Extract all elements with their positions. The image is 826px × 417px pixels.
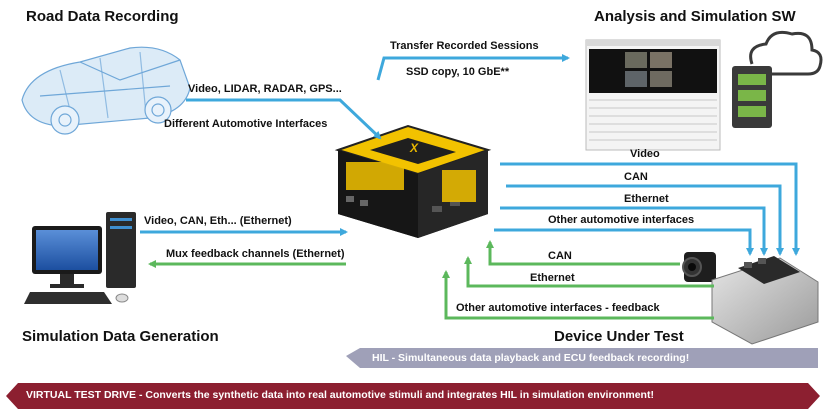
server-cloud-icon	[732, 30, 823, 128]
camera-illustration	[682, 252, 716, 282]
different-automotive-interfaces-label: Different Automotive Interfaces	[164, 118, 328, 130]
video-label: Video	[630, 148, 660, 160]
ethernet-feedback-label: Ethernet	[530, 272, 575, 284]
video-lidar-radar-gps-label: Video, LIDAR, RADAR, GPS...	[188, 83, 342, 95]
device-logo: X	[410, 141, 419, 155]
mux-feedback-label: Mux feedback channels (Ethernet)	[166, 248, 345, 260]
green-arrows	[148, 240, 714, 320]
vtd-banner-text: VIRTUAL TEST DRIVE - Converts the synthe…	[26, 389, 654, 401]
hil-banner-text: HIL - Simultaneous data playback and ECU…	[372, 352, 690, 364]
car-wireframe-illustration	[21, 46, 191, 135]
analysis-simulation-title: Analysis and Simulation SW	[594, 8, 796, 25]
ssd-copy-label: SSD copy, 10 GbE**	[406, 66, 510, 78]
device-under-test-title: Device Under Test	[554, 328, 684, 345]
ethernet-out-label: Ethernet	[624, 193, 669, 205]
analysis-software-screenshot	[585, 39, 721, 151]
blue-arrows	[140, 54, 800, 256]
desktop-computer-illustration	[24, 212, 136, 304]
road-data-recording-title: Road Data Recording	[26, 8, 179, 25]
hil-banner	[346, 348, 818, 368]
vtd-banner	[6, 383, 820, 409]
transfer-sessions-label: Transfer Recorded Sessions	[390, 40, 539, 52]
recording-device	[334, 124, 492, 238]
other-automotive-interfaces-label: Other automotive interfaces	[548, 214, 695, 226]
other-interfaces-feedback-label: Other automotive interfaces - feedback	[456, 302, 660, 314]
video-can-eth-label: Video, CAN, Eth... (Ethernet)	[144, 215, 292, 227]
can-out-label: CAN	[624, 171, 648, 183]
simulation-data-generation-title: Simulation Data Generation	[22, 328, 219, 345]
can-feedback-label: CAN	[548, 250, 572, 262]
ecu-illustration	[711, 256, 819, 345]
